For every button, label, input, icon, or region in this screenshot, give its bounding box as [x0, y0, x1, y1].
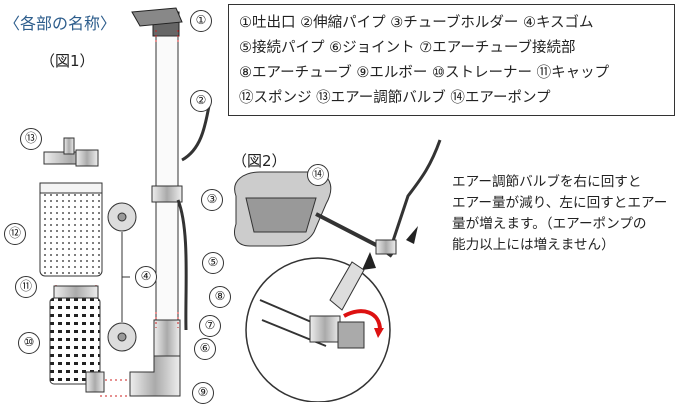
- joint: [153, 319, 181, 357]
- cap: [53, 285, 99, 299]
- strainer: [49, 297, 101, 385]
- zoom-circle: [245, 257, 391, 402]
- callout-13: ⑬: [20, 128, 42, 150]
- legend-line: ⑧エアーチューブ ⑨エルボー ⑩ストレーナー ⑪キャップ: [239, 65, 610, 81]
- callout-3: ③: [201, 189, 223, 211]
- outlet-part: [131, 7, 183, 37]
- callout-6: ⑥: [194, 338, 216, 360]
- note-line: 能力以上には増えません）: [452, 237, 615, 253]
- air-valve: [43, 137, 99, 167]
- parts-legend: ①吐出口 ②伸縮パイプ ③チューブホルダー ④キスゴム ⑤接続パイプ ⑥ジョイン…: [228, 4, 675, 116]
- note-line: エアー量が減り、左に回すとエアー: [452, 195, 668, 211]
- air-tube: [176, 99, 212, 331]
- callout-10: ⑩: [18, 332, 40, 354]
- valve-instruction-note: エアー調節バルブを右に回すと エアー量が減り、左に回すとエアー 量が増えます。（…: [452, 172, 678, 256]
- telescopic-pipe: [155, 35, 179, 187]
- elbow: [129, 355, 181, 397]
- callout-5: ⑤: [202, 252, 224, 274]
- suction-cups: [107, 202, 137, 352]
- callout-7: ⑦: [199, 315, 221, 337]
- callout-4: ④: [135, 266, 157, 288]
- legend-line: ①吐出口 ②伸縮パイプ ③チューブホルダー ④キスゴム: [239, 15, 594, 31]
- callout-1: ①: [190, 10, 212, 32]
- connecting-pipe: [155, 201, 179, 321]
- callout-14: ⑭: [307, 164, 329, 186]
- rotation-arrow: [343, 309, 382, 331]
- callout-9: ⑨: [192, 382, 214, 404]
- legend-line: ⑫スポンジ ⑬エアー調節バルブ ⑭エアーポンプ: [239, 90, 551, 106]
- section-title: 〈各部の名称〉: [4, 14, 117, 33]
- note-line: 量が増えます。（エアーポンプの: [452, 216, 647, 232]
- figure-1-label: （図1）: [40, 52, 95, 70]
- callout-2: ②: [190, 90, 212, 112]
- figure-2-label: （図2）: [232, 152, 287, 170]
- tube-holder: [151, 185, 183, 203]
- callout-11: ⑪: [15, 276, 37, 298]
- callout-12: ⑫: [4, 223, 26, 245]
- legend-line: ⑤接続パイプ ⑥ジョイント ⑦エアーチューブ接続部: [239, 40, 576, 56]
- callout-8: ⑧: [209, 286, 231, 308]
- sponge: [39, 182, 103, 277]
- note-line: エアー調節バルブを右に回すと: [452, 174, 642, 190]
- air-pump: [234, 171, 332, 247]
